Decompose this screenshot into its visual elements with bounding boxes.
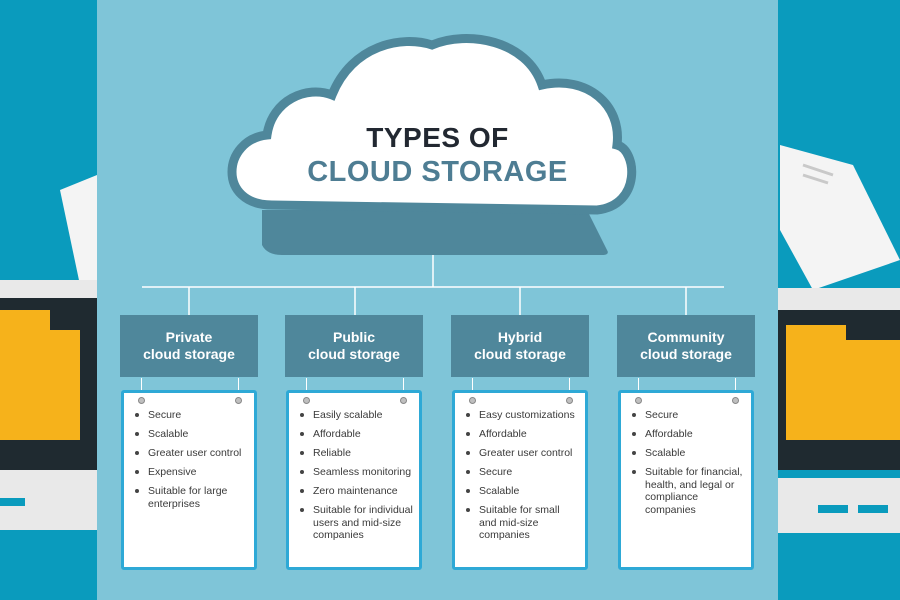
pin-string bbox=[403, 378, 404, 398]
pin-icon bbox=[732, 397, 739, 404]
list-item: Suitable for large enterprises bbox=[135, 485, 248, 510]
pin-icon bbox=[138, 397, 145, 404]
list-item: Expensive bbox=[135, 466, 248, 479]
list-item: Seamless monitoring bbox=[300, 466, 412, 478]
folder-tab-left bbox=[0, 310, 50, 330]
pin-string bbox=[306, 378, 307, 398]
laptop-bezel-top-left bbox=[0, 280, 97, 298]
list-item: Affordable bbox=[632, 428, 745, 441]
card-community-cloud: Secure Affordable Scalable Suitable for … bbox=[618, 390, 754, 570]
header-public-cloud: Public cloud storage bbox=[285, 315, 423, 377]
list-item: Suitable for small and mid-size companie… bbox=[466, 504, 579, 542]
pin-icon bbox=[235, 397, 242, 404]
list-item: Scalable bbox=[466, 485, 579, 498]
folder-tab-right bbox=[786, 325, 846, 345]
pin-icon bbox=[400, 397, 407, 404]
paper-line-2 bbox=[802, 173, 829, 185]
list-item: Suitable for individual users and mid-si… bbox=[300, 504, 413, 541]
card-private-cloud: Secure Scalable Greater user control Exp… bbox=[121, 390, 257, 570]
pin-icon bbox=[469, 397, 476, 404]
laptop-illustration-left bbox=[0, 175, 97, 530]
list-item: Affordable bbox=[466, 428, 579, 441]
header-label: Private cloud storage bbox=[143, 329, 235, 362]
pin-string bbox=[638, 378, 639, 398]
feature-list: Easy customizations Affordable Greater u… bbox=[455, 393, 585, 542]
list-item: Secure bbox=[632, 409, 745, 422]
feature-list: Easily scalable Affordable Reliable Seam… bbox=[289, 393, 419, 542]
laptop-bezel-top-right bbox=[778, 288, 900, 310]
pin-string bbox=[735, 378, 736, 398]
list-item: Affordable bbox=[300, 428, 413, 441]
left-background-panel bbox=[0, 0, 97, 600]
header-label: Public cloud storage bbox=[308, 329, 400, 362]
connector-lines bbox=[142, 255, 724, 315]
folder-icon-left bbox=[0, 330, 80, 440]
laptop-illustration-right bbox=[778, 145, 900, 533]
list-item: Greater user control bbox=[466, 447, 579, 460]
pin-string bbox=[472, 378, 473, 398]
list-item: Scalable bbox=[632, 447, 745, 460]
header-community-cloud: Community cloud storage bbox=[617, 315, 755, 377]
pin-icon bbox=[635, 397, 642, 404]
list-item: Suitable for financial, health, and lega… bbox=[632, 466, 745, 516]
list-item: Scalable bbox=[135, 428, 248, 441]
cloud-icon bbox=[227, 34, 637, 255]
folder-icon-right bbox=[786, 340, 900, 440]
card-public-cloud: Easily scalable Affordable Reliable Seam… bbox=[286, 390, 422, 570]
list-item: Easy customizations bbox=[466, 409, 579, 422]
paper-sheet-left bbox=[60, 175, 97, 285]
pin-icon bbox=[566, 397, 573, 404]
laptop-key-left bbox=[0, 498, 25, 506]
header-label: Community cloud storage bbox=[640, 329, 732, 362]
header-private-cloud: Private cloud storage bbox=[120, 315, 258, 377]
feature-list: Secure Scalable Greater user control Exp… bbox=[124, 393, 254, 510]
paper-line-1 bbox=[802, 163, 834, 177]
pin-string bbox=[238, 378, 239, 398]
list-item: Reliable bbox=[300, 447, 413, 460]
pin-icon bbox=[303, 397, 310, 404]
list-item: Greater user control bbox=[135, 447, 248, 460]
list-item: Zero maintenance bbox=[300, 485, 413, 498]
list-item: Easily scalable bbox=[300, 409, 413, 422]
diagram-title-line1: TYPES OF bbox=[366, 122, 509, 153]
right-background-panel bbox=[778, 0, 900, 600]
laptop-key-right-1 bbox=[818, 505, 848, 513]
list-item: Secure bbox=[135, 409, 248, 422]
list-item: Secure bbox=[466, 466, 579, 479]
laptop-key-right-2 bbox=[858, 505, 888, 513]
header-label: Hybrid cloud storage bbox=[474, 329, 566, 362]
paper-sheet-right bbox=[780, 145, 900, 290]
header-hybrid-cloud: Hybrid cloud storage bbox=[451, 315, 589, 377]
pin-string bbox=[141, 378, 142, 398]
diagram-title-line2: CLOUD STORAGE bbox=[307, 156, 568, 188]
card-hybrid-cloud: Easy customizations Affordable Greater u… bbox=[452, 390, 588, 570]
pin-string bbox=[569, 378, 570, 398]
main-panel: TYPES OF CLOUD STORAGE Private cloud sto… bbox=[97, 0, 778, 600]
feature-list: Secure Affordable Scalable Suitable for … bbox=[621, 393, 751, 516]
